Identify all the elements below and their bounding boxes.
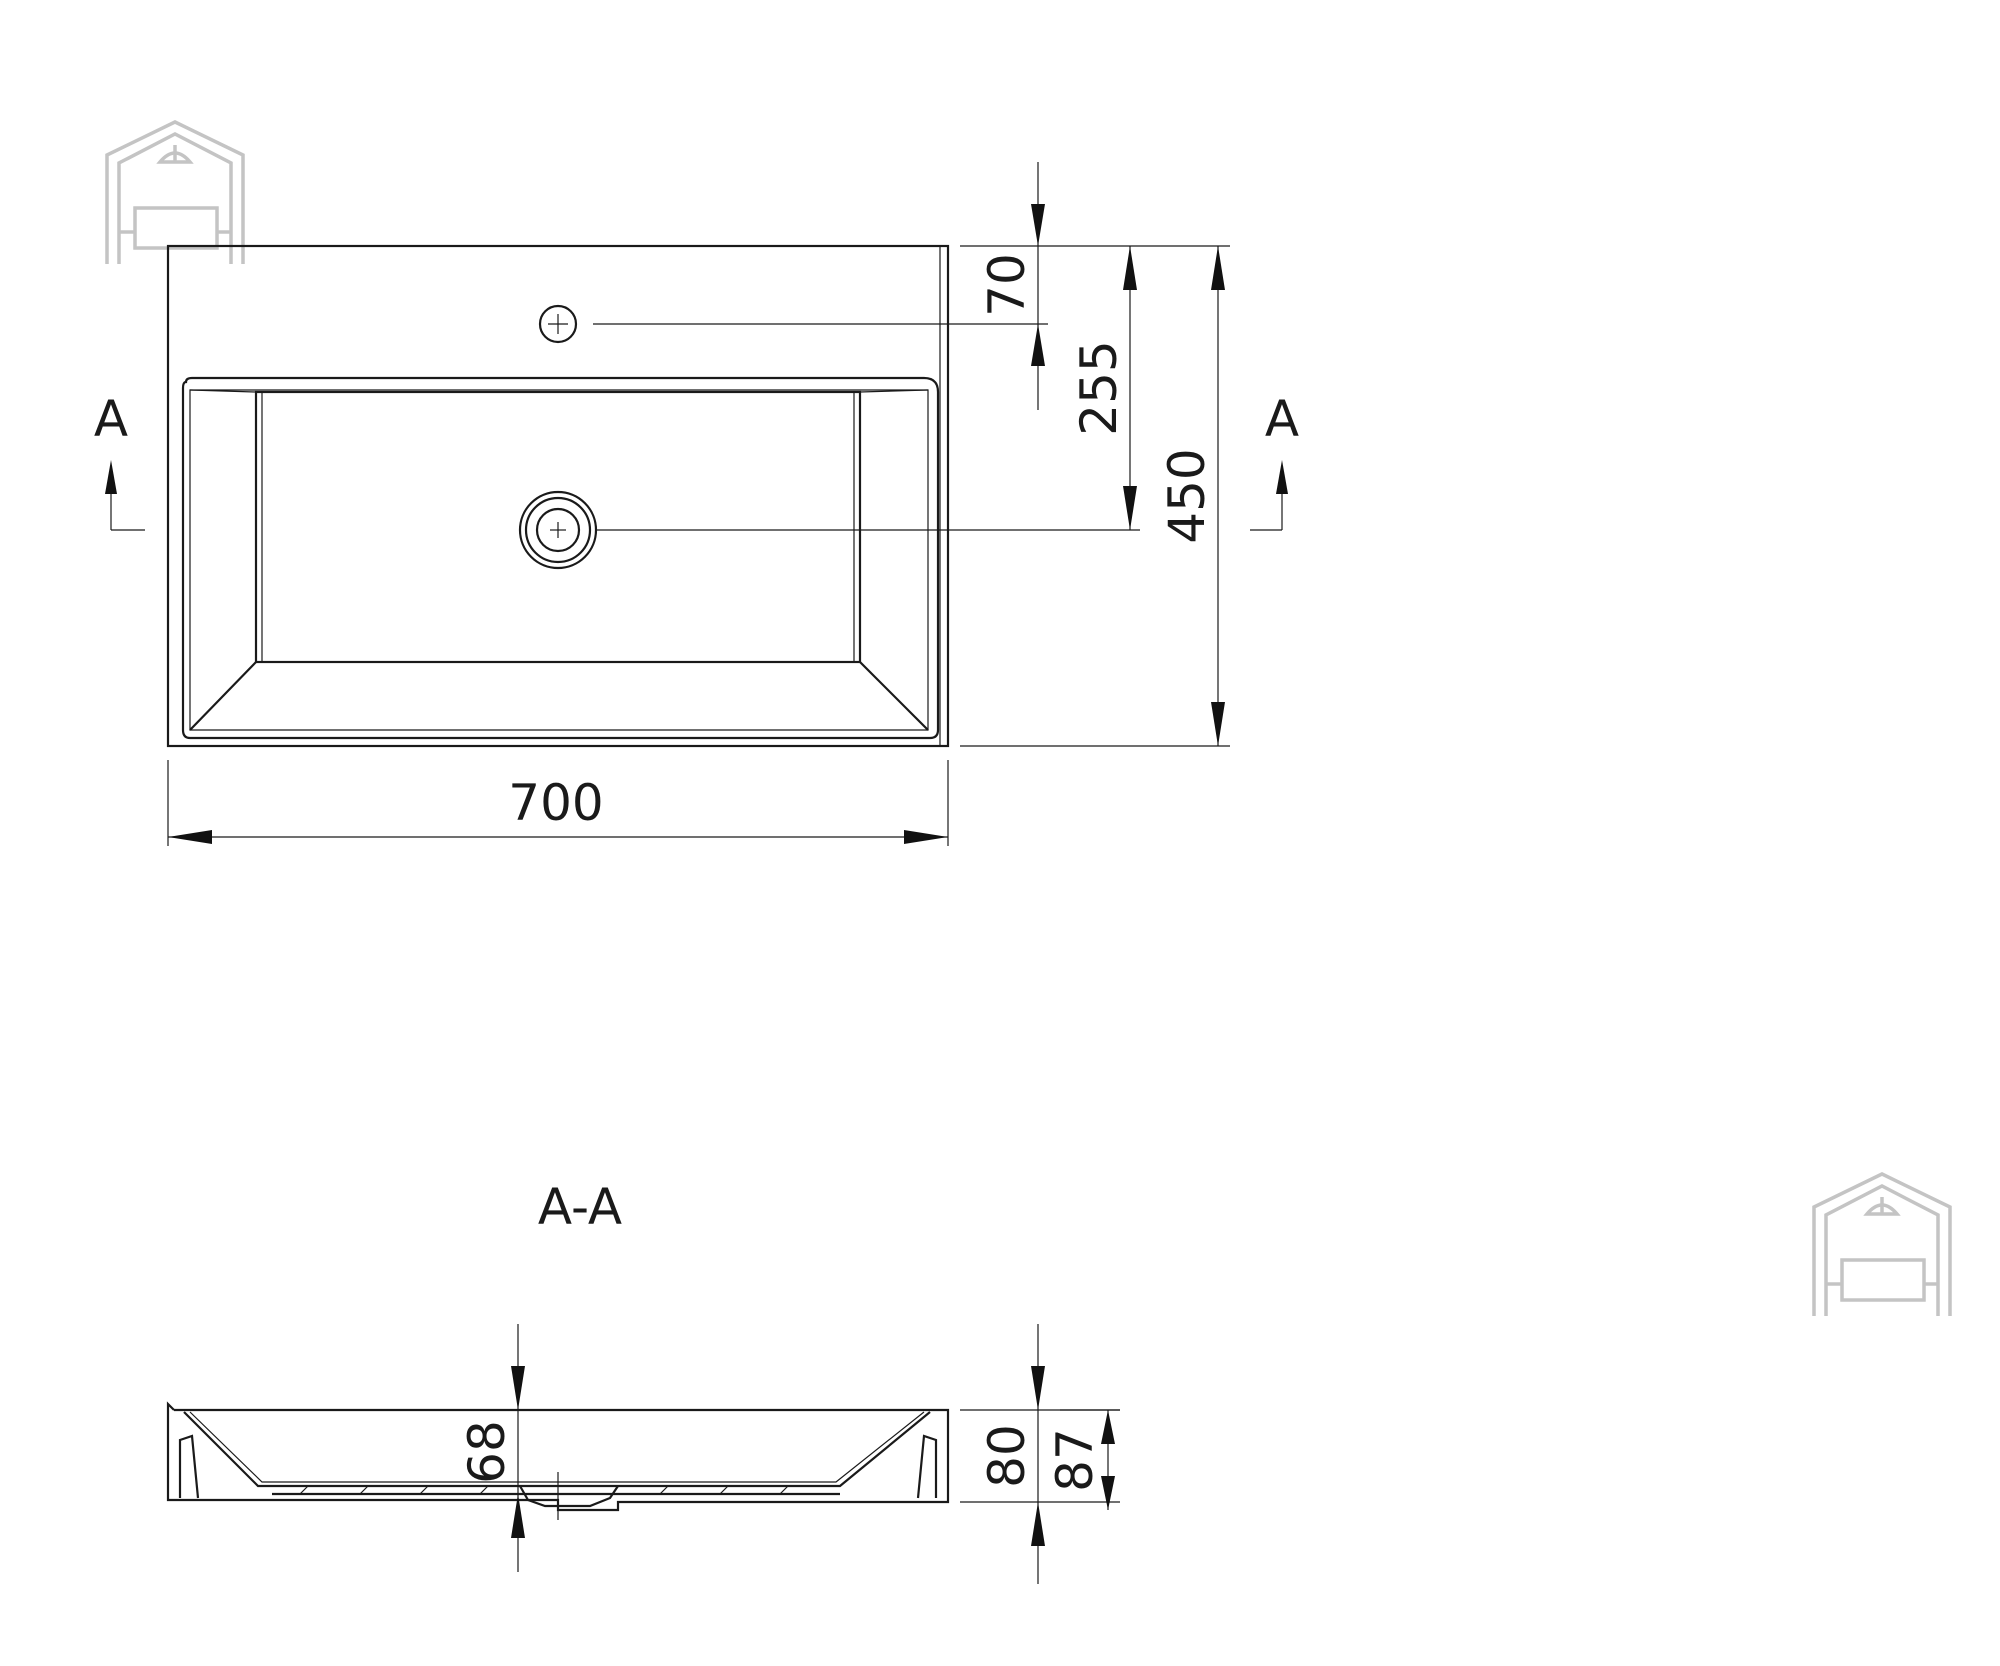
basin-top-view	[166, 244, 950, 748]
dimension-section-height: 80	[960, 1324, 1120, 1584]
dimension-label-depth: 450	[1158, 448, 1216, 543]
dimension-section-total-height: 87	[1046, 1409, 1120, 1510]
dimension-tap-hole: 70	[978, 162, 1045, 410]
dimension-section-inner-depth: 68	[458, 1324, 525, 1572]
basin-section-view	[166, 1401, 950, 1520]
section-marker-left-label: A	[94, 390, 128, 448]
dimension-label-section-height: 80	[978, 1424, 1036, 1488]
dimension-label-section-inner-depth: 68	[458, 1420, 516, 1484]
dimension-label-section-total-height: 87	[1046, 1428, 1104, 1492]
section-title: A-A	[538, 1178, 622, 1236]
house-bath-logo-icon	[105, 120, 245, 264]
section-marker-right-label: A	[1265, 390, 1299, 448]
section-marker-right: A	[1250, 390, 1299, 531]
dimension-label-drain-offset: 255	[1070, 340, 1128, 435]
section-marker-left: A	[94, 390, 145, 531]
extension-lines	[167, 245, 1230, 846]
dimension-label-width: 700	[508, 774, 603, 832]
dimension-label-tap-hole: 70	[978, 253, 1036, 317]
dimension-width: 700	[168, 774, 948, 844]
dimension-depth: 450	[1158, 246, 1225, 746]
house-bath-logo-icon	[1812, 1172, 1952, 1316]
dimension-drain-offset: 255	[1070, 246, 1137, 530]
